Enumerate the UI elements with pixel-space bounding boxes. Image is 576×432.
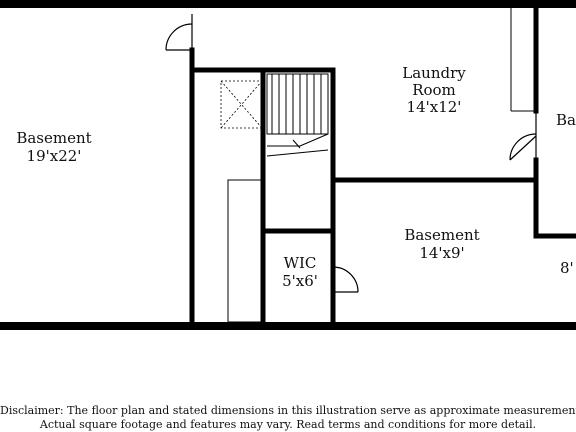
disclaimer-line-2: Actual square footage and features may v… — [39, 418, 537, 431]
label-laundry-1: Laundry — [402, 64, 466, 82]
label-wic: WIC — [284, 254, 317, 272]
label-basement-large-size: 19'x22' — [27, 147, 82, 165]
label-wic-size: 5'x6' — [282, 272, 318, 290]
door-laundry-right — [509, 111, 537, 161]
disclaimer-line-1: Disclaimer: The floor plan and stated di… — [0, 404, 576, 417]
label-basement-small: Basement — [404, 226, 479, 244]
label-laundry-2: Room — [412, 81, 456, 99]
door-top-left — [165, 14, 193, 51]
thin-partitions — [227, 8, 536, 323]
label-laundry-size: 14'x12' — [407, 98, 462, 116]
label-partial-right-bottom: 8' — [560, 259, 574, 277]
utility-box — [220, 80, 263, 129]
door-wic — [332, 250, 359, 293]
label-basement-small-size: 14'x9' — [419, 244, 464, 262]
staircase — [266, 73, 329, 157]
doors — [165, 14, 537, 293]
label-partial-right-top: Ba — [556, 111, 576, 129]
label-basement-large: Basement — [16, 129, 91, 147]
room-labels: Basement 19'x22' Laundry Room 14'x12' Ba… — [16, 64, 576, 290]
